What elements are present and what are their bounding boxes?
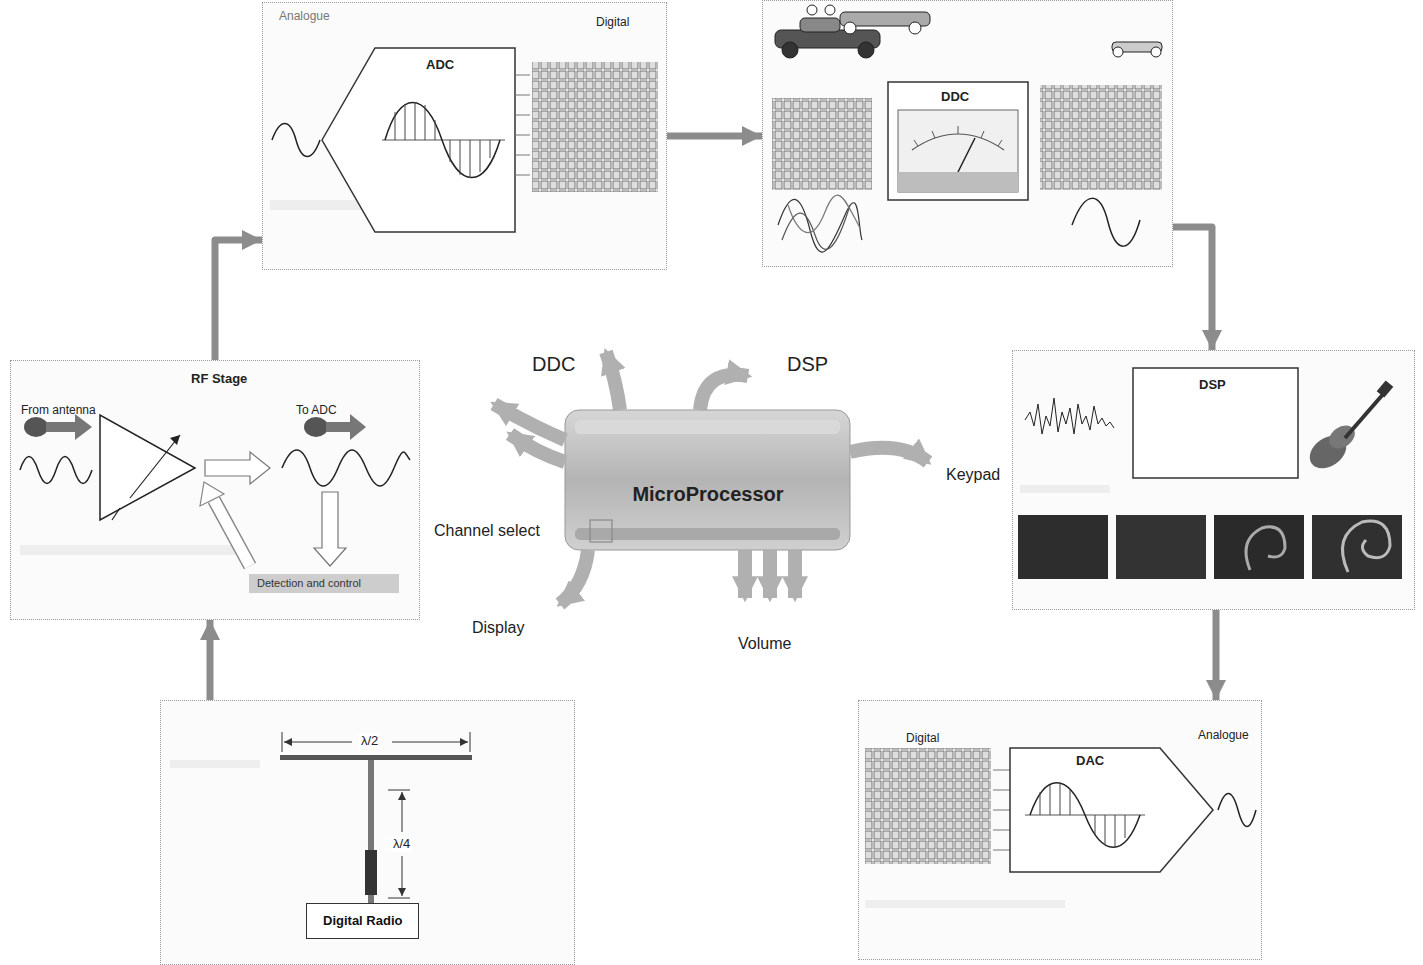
node-text: Analogue — [1198, 728, 1249, 742]
node-text: MicroProcessor — [582, 482, 834, 506]
dimension-label: λ/2 — [359, 733, 380, 749]
control-label: DSP — [785, 352, 830, 376]
node-text: Detection and control — [257, 577, 391, 590]
node-text: Analogue — [279, 9, 330, 23]
microprocessor-label-box: MicroProcessor — [582, 478, 834, 510]
rf-stage-panel: RF StageFrom antenna To ADC Detection and … — [10, 360, 420, 620]
node-text: DSP — [1199, 377, 1226, 393]
node-text: To ADC — [296, 403, 337, 417]
dac-panel: DigitalDAC Analogue — [858, 700, 1262, 960]
dimension-label: λ/4 — [391, 836, 412, 852]
control-label: Volume — [736, 634, 793, 653]
node-text: Digital — [596, 15, 629, 29]
detection-band: Detection and control — [249, 574, 399, 593]
ddc-panel: DDC — [762, 0, 1173, 267]
flow-arrow — [207, 620, 214, 700]
node-text: RF Stage — [191, 371, 247, 387]
node-text: DDC — [941, 89, 969, 105]
control-label: Channel select — [432, 521, 542, 540]
adc-panel: AnalogueADC Digital — [262, 2, 667, 270]
flow-arrow — [1173, 227, 1212, 350]
flow-arrow — [667, 133, 762, 140]
node-text: Digital Radio — [306, 903, 419, 939]
control-label: Display — [470, 618, 526, 637]
node-text: ADC — [426, 57, 454, 73]
control-label: Keypad — [944, 465, 1002, 484]
dsp-panel: DSP — [1012, 350, 1415, 610]
flow-arrow — [1213, 610, 1220, 700]
flow-arrow — [215, 240, 262, 360]
node-text: From antenna — [21, 403, 96, 417]
node-text: Digital — [906, 731, 939, 745]
control-label: DDC — [530, 352, 577, 376]
node-text: DAC — [1076, 753, 1104, 769]
